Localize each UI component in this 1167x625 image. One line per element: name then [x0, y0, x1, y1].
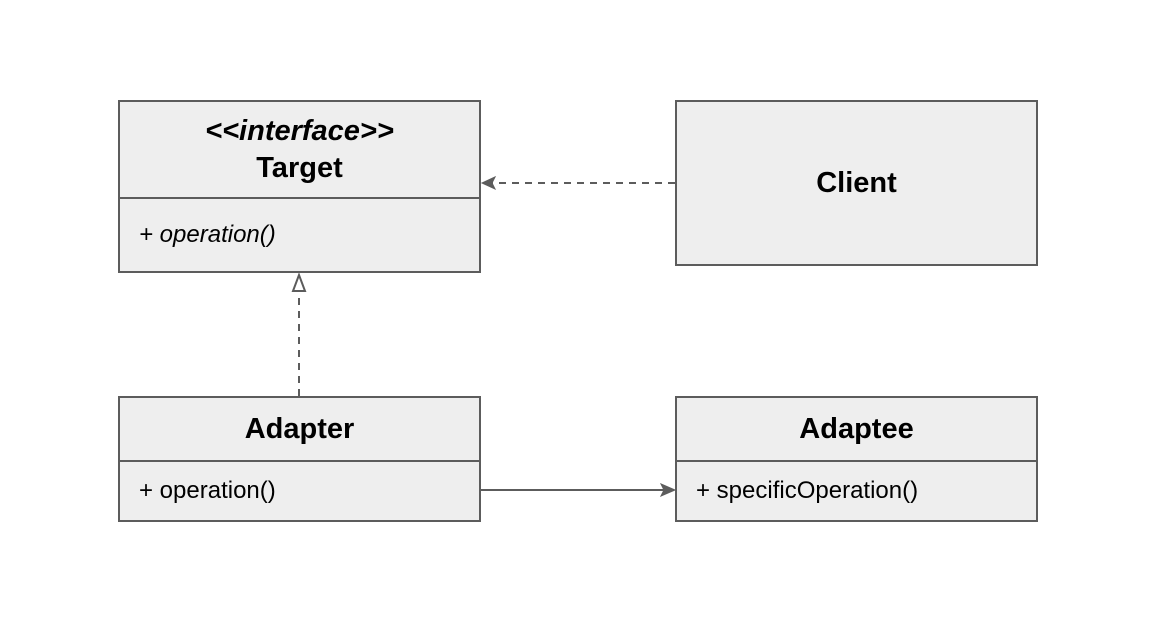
target-stereotype: <<interface>> [205, 114, 394, 147]
realization-triangle-head [291, 272, 307, 292]
adaptee-class-box[interactable]: Adaptee + specificOperation() [675, 396, 1038, 522]
adapter-class-name: Adapter [244, 412, 355, 445]
adaptee-operation: + specificOperation() [696, 477, 919, 504]
target-class-header: <<interface>> Target [120, 102, 479, 197]
adaptee-class-header: Adaptee [677, 398, 1036, 460]
adaptee-divider [677, 460, 1036, 462]
target-class-name: Target [256, 151, 343, 184]
target-class-box[interactable]: <<interface>> Target + operation() [118, 100, 481, 273]
client-class-name: Client [816, 166, 897, 199]
adapter-class-box[interactable]: Adapter + operation() [118, 396, 481, 522]
adapter-adaptee-association [481, 483, 677, 497]
adapter-divider [120, 460, 479, 462]
target-operation: + operation() [139, 221, 276, 248]
adapter-class-header: Adapter [120, 398, 479, 460]
adapter-adaptee-arrowhead [659, 483, 677, 497]
client-class-box[interactable]: Client [675, 100, 1038, 266]
adapter-target-realization [291, 272, 307, 396]
client-class-header: Client [677, 102, 1036, 264]
adaptee-class-name: Adaptee [799, 412, 914, 445]
client-target-arrowhead [480, 175, 497, 191]
target-divider [120, 197, 479, 199]
adapter-operation: + operation() [139, 477, 276, 504]
client-target-dependency [480, 175, 675, 191]
